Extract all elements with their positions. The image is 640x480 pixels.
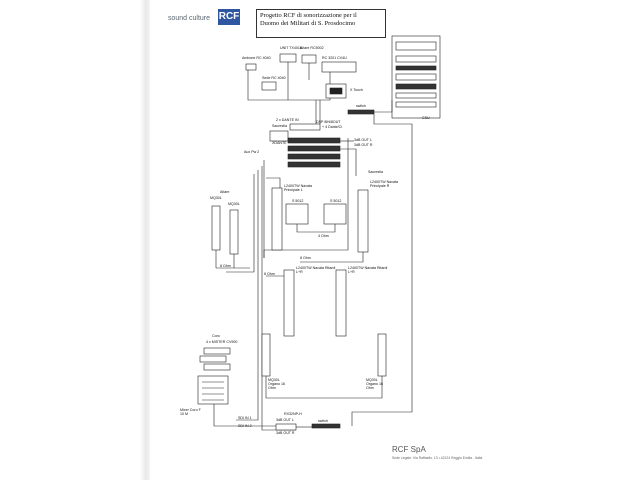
label-outl: 3dB OUT L	[354, 138, 372, 142]
label-rc3201: RC 3201 CV4U	[322, 56, 347, 60]
ritardi-r	[335, 269, 347, 337]
coro-mics-1	[203, 347, 231, 355]
dsp-bottom	[275, 423, 297, 431]
label-ohm-d: 8 Ohm	[264, 272, 275, 276]
label-mq30l-1: MQ30L	[210, 196, 222, 200]
label-altare: Altare RC5002	[300, 46, 324, 50]
dsp-stack-1	[289, 123, 321, 131]
label-switch-top: switch	[356, 104, 366, 108]
scan-margin	[0, 0, 150, 480]
label-unit: UNIT TX4016	[280, 46, 302, 50]
switch-top	[347, 109, 375, 115]
label-ohm-b: 4 Ohm	[318, 234, 329, 238]
label-xdante: XDANTE	[272, 141, 287, 145]
label-s5012-l: S 5012	[292, 199, 304, 203]
label-ritardi-r: L2400TW Navata Ritardi L+R	[348, 266, 388, 274]
label-switch-bottom: switch	[318, 419, 328, 423]
s5012-left	[285, 203, 309, 225]
label-dsp-in2: + 4 Dante/Ci	[322, 125, 343, 129]
ritardi-l	[283, 269, 295, 337]
label-ohm-a: 8 Ohm	[220, 264, 231, 268]
altare-speaker-1	[211, 205, 221, 251]
label-altare-col: Altare	[220, 190, 230, 194]
label-coro: Coro	[212, 334, 220, 338]
dsp-stack-4	[287, 153, 341, 160]
label-sede: Sede RC 4040	[262, 76, 286, 80]
dsp-stack-5	[287, 161, 341, 168]
altare-box	[301, 54, 317, 64]
label-coro-mic: 4 x MISTER CV900	[206, 340, 238, 344]
label-s5012-r: S 5012	[330, 199, 342, 203]
label-outl2: 3dB OUT L	[276, 418, 294, 422]
project-title-box: Progetto RCF di sonorizzazione per il Du…	[256, 9, 386, 38]
mixer-board	[197, 375, 229, 405]
label-outr: 3dB OUT R	[354, 143, 373, 147]
label-sacrestia: Sacrestia	[272, 124, 287, 128]
label-ohm-c: 8 Ohm	[300, 256, 311, 260]
footer-company: RCF SpA	[392, 445, 426, 454]
dsp-stack-3	[287, 145, 341, 152]
rcf-logo: RCF	[218, 9, 240, 25]
label-sdi-in2: SDI IN 2	[238, 424, 252, 428]
coro-mics-3	[203, 363, 231, 371]
label-navata-l: L2400TW Navata Principale L	[284, 184, 312, 192]
title-line-1: Progetto RCF di sonorizzazione per il	[260, 12, 357, 19]
label-csu: CSU	[422, 116, 430, 120]
sacrestia-box	[269, 130, 289, 142]
label-sacrestia-r: Sacrestia	[368, 170, 383, 174]
label-ritardi-l: L2400TW Navata Ritardi L+R	[296, 266, 336, 274]
label-organo-l: MQ30L Organo 16 Ohm	[268, 378, 285, 390]
label-mq30l-2: MQ30L	[228, 202, 240, 206]
coro-mics-2	[199, 355, 227, 363]
dsp-stack-2	[287, 137, 341, 144]
label-dante: 2 x DANTE IN	[276, 118, 299, 122]
brand-tagline: sound culture	[168, 15, 211, 22]
organo-speaker-l	[261, 333, 271, 377]
label-rx: RX32NP-H	[284, 412, 302, 416]
navata-principale-l	[271, 187, 283, 251]
title-line-2: Duomo dei Militari di S. Prosdocimo	[260, 19, 356, 27]
switch-bottom	[311, 423, 341, 429]
label-dsp-in: DSP 8IN/8OUT	[316, 120, 341, 124]
label-ambone: Ambone RC 4040	[242, 56, 271, 60]
label-navata-r: L2400TW Navata Principale R	[370, 180, 398, 188]
label-organo-r: MQ30L Organo 16 Ohm	[366, 378, 383, 390]
navata-principale-r	[357, 189, 369, 253]
label-xtouch: X Touch	[350, 88, 363, 92]
s5012-right	[323, 203, 347, 225]
ambone-mic	[245, 63, 257, 71]
label-outr2: 3dB OUT R	[276, 431, 295, 435]
altare-speaker-2	[229, 209, 239, 255]
rc3201-box	[321, 61, 357, 73]
organo-speaker-r	[377, 333, 387, 377]
footer-address: Sede Legale: Via Raffaello, 13 • 42124 R…	[392, 456, 483, 460]
label-mixer: Mixer Coro F 10 M	[180, 408, 201, 416]
sede-mic	[261, 81, 277, 91]
label-sdi-in1: SDI IN 1	[238, 416, 252, 420]
label-aux: Aux Pw 2	[244, 150, 260, 154]
unit-box	[279, 53, 297, 63]
